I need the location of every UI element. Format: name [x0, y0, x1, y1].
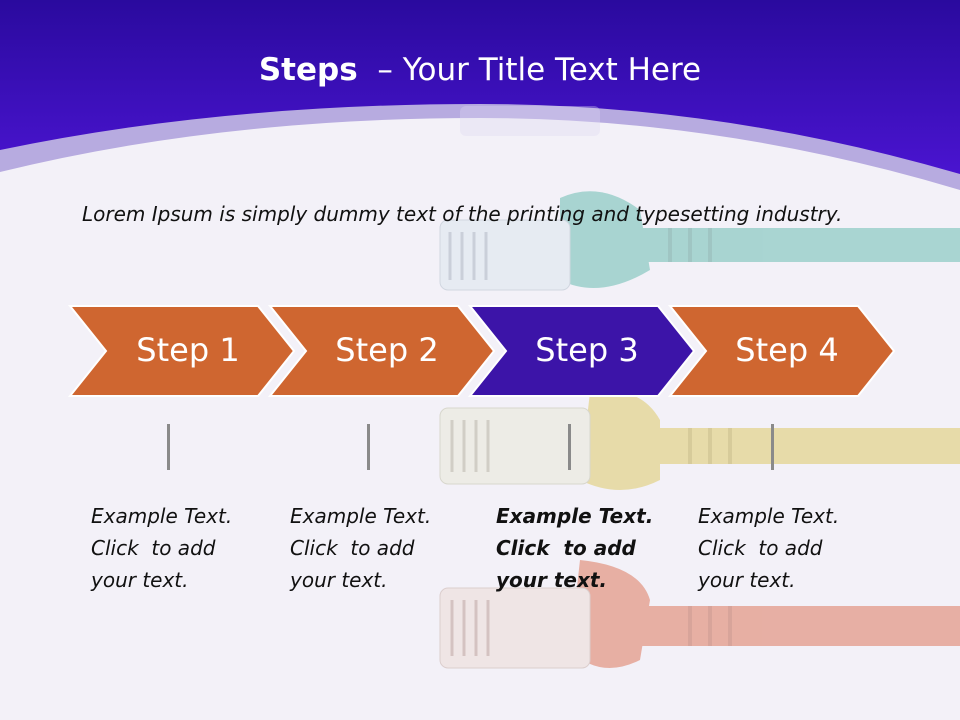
step-2-label[interactable]: Step 2	[335, 331, 439, 369]
step-3-description[interactable]: Example Text. Click to add your text.	[496, 500, 666, 596]
step-2-desc-line-1: Example Text.	[290, 504, 432, 528]
step-3-connector	[568, 424, 571, 470]
step-4-connector	[771, 424, 774, 470]
step-4-label[interactable]: Step 4	[735, 331, 839, 369]
step-1-desc-line-1: Example Text.	[91, 504, 233, 528]
step-2-desc-line-3: your text.	[290, 568, 388, 592]
step-1-chevron[interactable]	[67, 305, 296, 397]
cable-image-red	[439, 560, 960, 669]
cable-image-teal	[439, 191, 960, 291]
subtitle-text[interactable]: Lorem Ipsum is simply dummy text of the …	[82, 202, 843, 226]
step-4-desc-line-1: Example Text.	[698, 504, 840, 528]
step-3-desc-line-3: your text.	[496, 568, 608, 592]
step-1-description[interactable]: Example Text. Click to add your text.	[91, 500, 261, 596]
step-3-chevron[interactable]	[467, 305, 696, 397]
step-chevrons	[67, 305, 896, 397]
step-2-connector	[367, 424, 370, 470]
step-4-chevron[interactable]	[667, 305, 896, 397]
header-band	[0, 0, 960, 190]
step-3-desc-line-2: Click to add	[496, 536, 636, 560]
step-3-desc-line-1: Example Text.	[496, 504, 654, 528]
slide-title[interactable]: Steps – Your Title Text Here	[0, 52, 960, 88]
cable-image-yellow	[439, 390, 960, 490]
step-4-desc-line-3: your text.	[698, 568, 796, 592]
step-3-label[interactable]: Step 3	[535, 331, 639, 369]
step-2-chevron[interactable]	[267, 305, 496, 397]
step-2-description[interactable]: Example Text. Click to add your text.	[290, 500, 460, 596]
step-1-connector	[167, 424, 170, 470]
step-2-desc-line-2: Click to add	[290, 536, 415, 560]
title-rest: – Your Title Text Here	[357, 52, 702, 88]
step-1-desc-line-3: your text.	[91, 568, 189, 592]
step-1-label[interactable]: Step 1	[136, 331, 240, 369]
step-4-description[interactable]: Example Text. Click to add your text.	[698, 500, 868, 596]
step-4-desc-line-2: Click to add	[698, 536, 823, 560]
title-bold: Steps	[258, 52, 358, 88]
step-1-desc-line-2: Click to add	[91, 536, 216, 560]
